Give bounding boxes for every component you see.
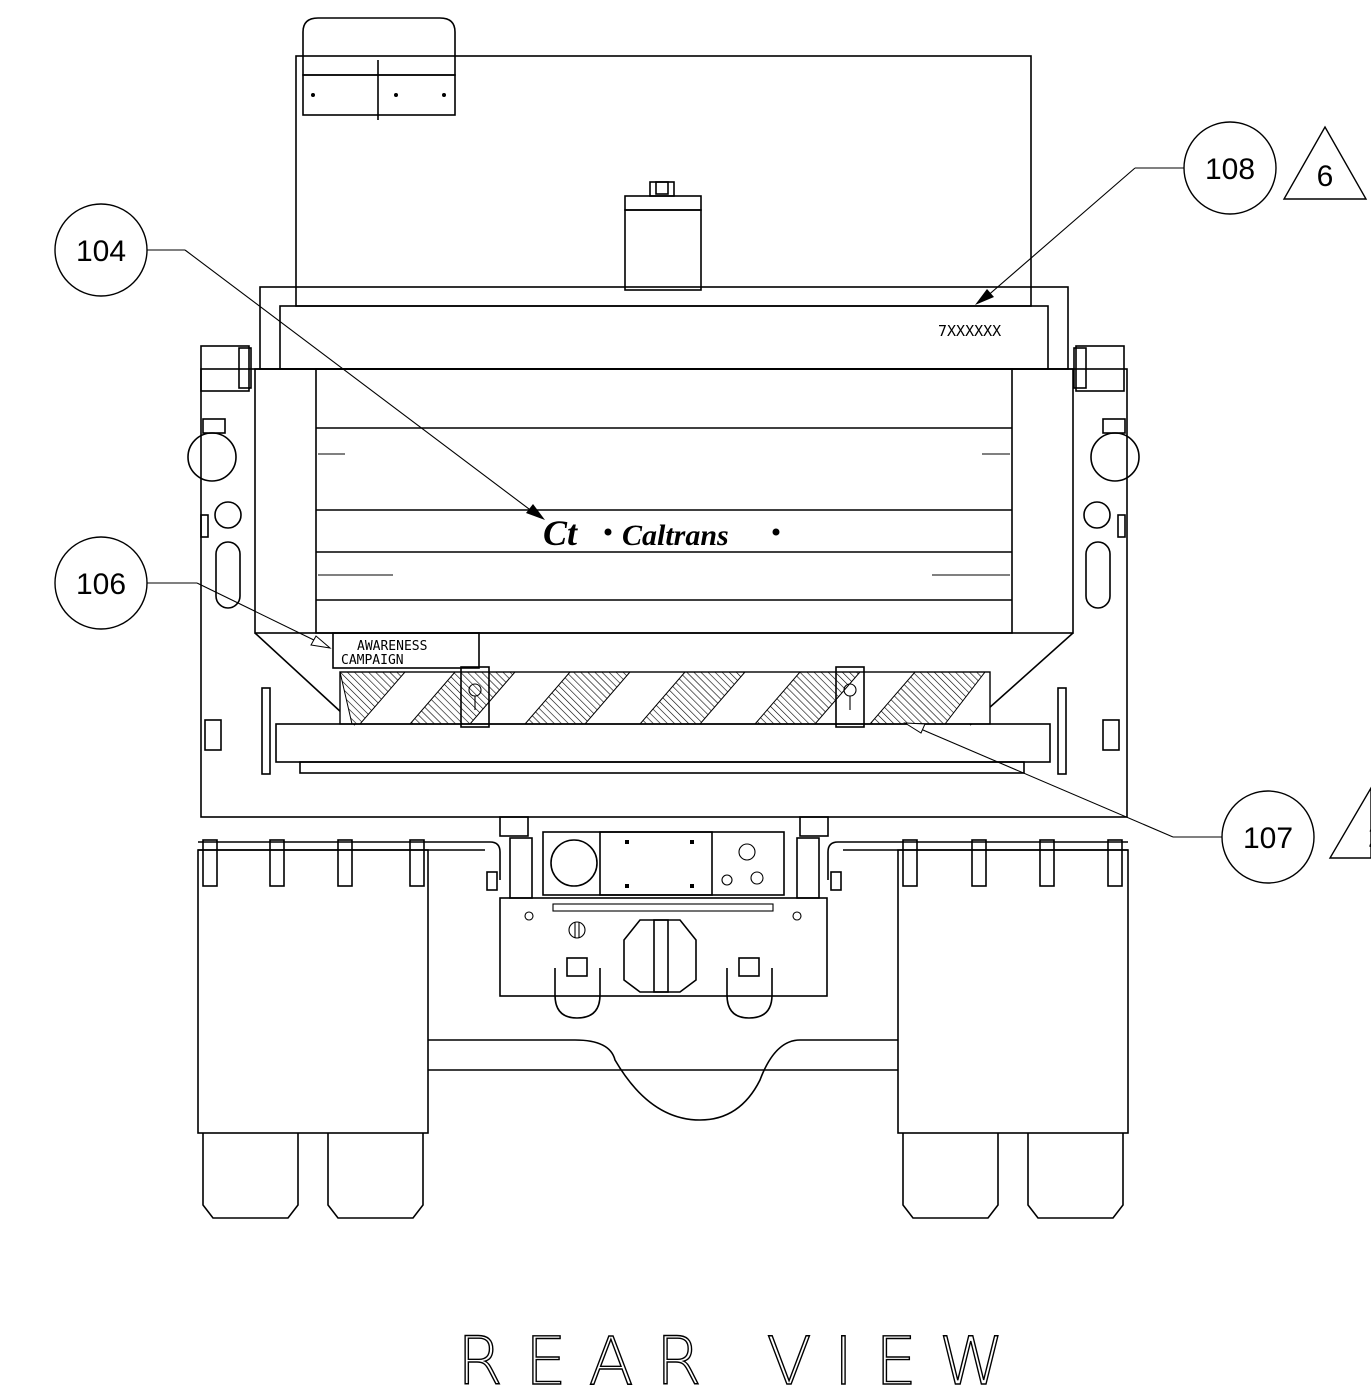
revision-flag-6: 6: [1282, 125, 1368, 200]
callout-104-label: 104: [76, 235, 126, 268]
tank-body: [295, 17, 1032, 307]
callout-104: 104: [54, 203, 148, 297]
tires: [202, 1133, 1124, 1219]
awareness-line-1: AWARENESS: [357, 639, 427, 654]
awareness-line-2: CAMPAIGN: [341, 653, 404, 668]
callout-107-label: 107: [1243, 822, 1293, 855]
chassis: [428, 816, 898, 1121]
logo-ct-text: Ct: [543, 513, 578, 553]
callout-107: 107: [1221, 790, 1315, 884]
leader-lines: [147, 167, 1222, 838]
vehicle-number: 7XXXXXX: [938, 322, 1001, 340]
revision-flag-2: 2: [1328, 786, 1371, 859]
side-lights: [187, 345, 1140, 751]
revision-flag-6-label: 6: [1317, 160, 1334, 193]
mud-flaps: [197, 839, 1129, 1134]
callout-106: 106: [54, 536, 148, 630]
logo-caltrans-text: Caltrans: [622, 519, 729, 552]
awareness-campaign-decal: AWARENESS CAMPAIGN: [332, 632, 480, 669]
callout-108: 108: [1183, 121, 1277, 215]
view-title: REAR VIEW: [457, 1323, 1026, 1390]
callout-106-label: 106: [76, 568, 126, 601]
callout-108-label: 108: [1205, 153, 1255, 186]
hopper-body: [200, 286, 1128, 818]
caltrans-logo: Ct Caltrans: [543, 513, 780, 553]
revision-flag-2-label: 2: [1368, 821, 1371, 854]
